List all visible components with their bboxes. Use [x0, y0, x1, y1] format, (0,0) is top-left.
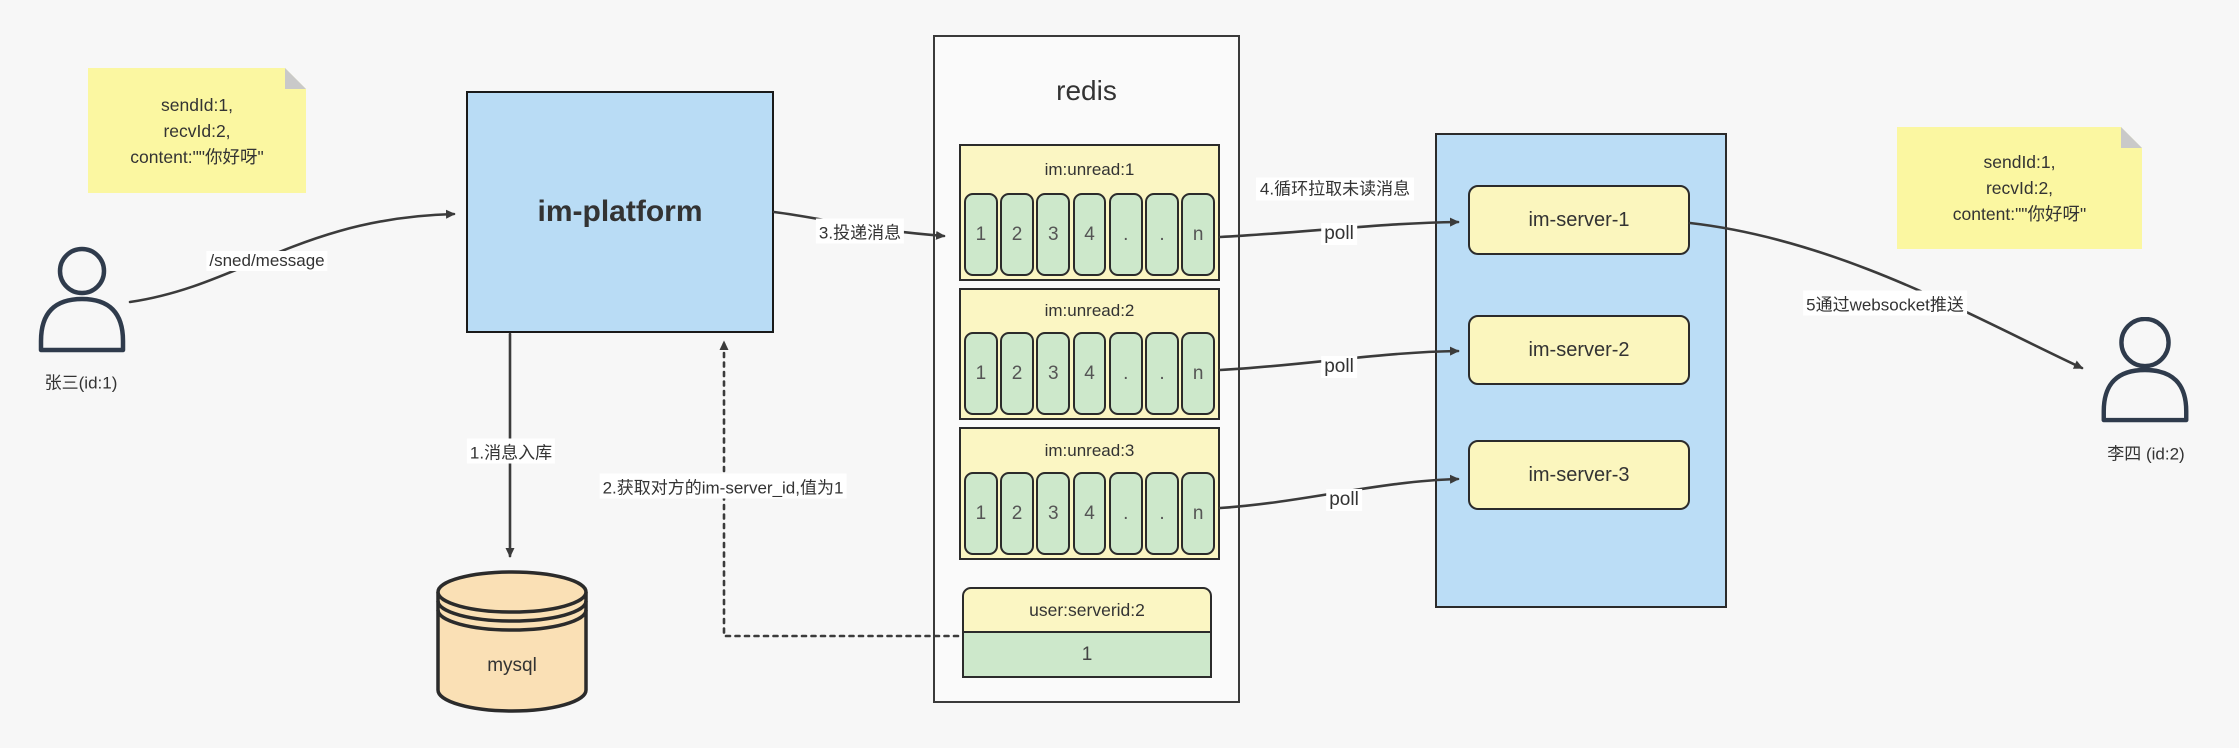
queue-cell: . [1108, 193, 1143, 276]
note-line: content:""你好呀" [1952, 204, 2087, 224]
kv-value: 1 [962, 633, 1212, 678]
label-poll-2: poll [1321, 356, 1357, 378]
queue-cell: 2 [1000, 193, 1034, 276]
queue-cell: 1 [964, 472, 998, 555]
queue-key-label: im:unread:2 [1044, 301, 1135, 320]
label-step4: 4.循环拉取未读消息 [1256, 177, 1414, 201]
note-line: sendId:1, [161, 94, 233, 115]
label-step5: 5通过websocket推送 [1803, 290, 1967, 316]
queue-cell: 3 [1036, 193, 1071, 276]
label-step1: 1.消息入库 [466, 438, 556, 464]
note-line: recvId:2, [1985, 178, 2054, 198]
queue-cell: . [1145, 332, 1179, 415]
queue-cell: 1 [964, 332, 998, 415]
queue-key-label: im:unread:3 [1044, 440, 1135, 460]
queue-cell: . [1145, 193, 1179, 276]
queue-cell: . [1108, 332, 1143, 415]
queue-cells: 1 2 3 4 . . n [961, 193, 1218, 279]
unread-queue-3: im:unread:3 1 2 3 4 . . n [959, 427, 1220, 560]
queue-cell: 4 [1072, 332, 1107, 415]
queue-cell: n [1181, 472, 1216, 555]
sender-message-note: sendId:1, recvId:2, content:""你好呀" [88, 68, 306, 193]
label-step2: 2.获取对方的im-server_id,值为1 [599, 473, 847, 499]
user-serverid-box: user:serverid:2 1 [962, 587, 1212, 678]
queue-cell: 4 [1072, 472, 1107, 555]
unread-queue-2: im:unread:2 1 2 3 4 . . n [959, 288, 1220, 420]
sender-actor-label: 张三(id:1) [44, 373, 118, 393]
queue-cell: 4 [1072, 193, 1107, 276]
redis-title: redis [1056, 75, 1117, 106]
sender-person-icon [38, 246, 126, 353]
label-step3: 3.投递消息 [815, 218, 905, 244]
label-send-api: /sned/message [206, 251, 328, 271]
queue-cells: 1 2 3 4 . . n [961, 472, 1218, 558]
queue-cell: . [1145, 472, 1179, 555]
queue-cell: . [1108, 472, 1143, 555]
mysql-database-icon [436, 570, 588, 713]
queue-cell: 1 [964, 193, 998, 276]
queue-cell: 2 [1000, 472, 1034, 555]
queue-cell: 3 [1036, 472, 1071, 555]
note-line: content:""你好呀" [130, 146, 264, 167]
receiver-actor-label: 李四 (id:2) [2107, 444, 2185, 464]
queue-cell: n [1181, 332, 1216, 415]
queue-cells: 1 2 3 4 . . n [961, 332, 1218, 418]
queue-cell: 3 [1036, 332, 1071, 415]
label-poll-3: poll [1326, 489, 1362, 511]
im-platform-box: im-platform [466, 91, 774, 333]
receiver-person-icon [2101, 317, 2189, 423]
note-line: recvId:2, [163, 120, 231, 141]
kv-key-label: user:serverid:2 [962, 587, 1212, 633]
unread-queue-1: im:unread:1 1 2 3 4 . . n [959, 144, 1220, 281]
receiver-message-note: sendId:1, recvId:2, content:""你好呀" [1897, 127, 2142, 249]
label-poll-1: poll [1321, 223, 1357, 245]
mysql-label: mysql [487, 655, 537, 676]
queue-cell: n [1181, 193, 1216, 276]
im-platform-label: im-platform [537, 195, 703, 228]
note-line: sendId:1, [1983, 152, 2056, 172]
im-server-1-box: im-server-1 [1468, 185, 1690, 255]
queue-key-label: im:unread:1 [1044, 159, 1135, 179]
im-server-2-box: im-server-2 [1468, 315, 1690, 385]
im-server-3-box: im-server-3 [1468, 440, 1690, 510]
queue-cell: 2 [1000, 332, 1034, 415]
